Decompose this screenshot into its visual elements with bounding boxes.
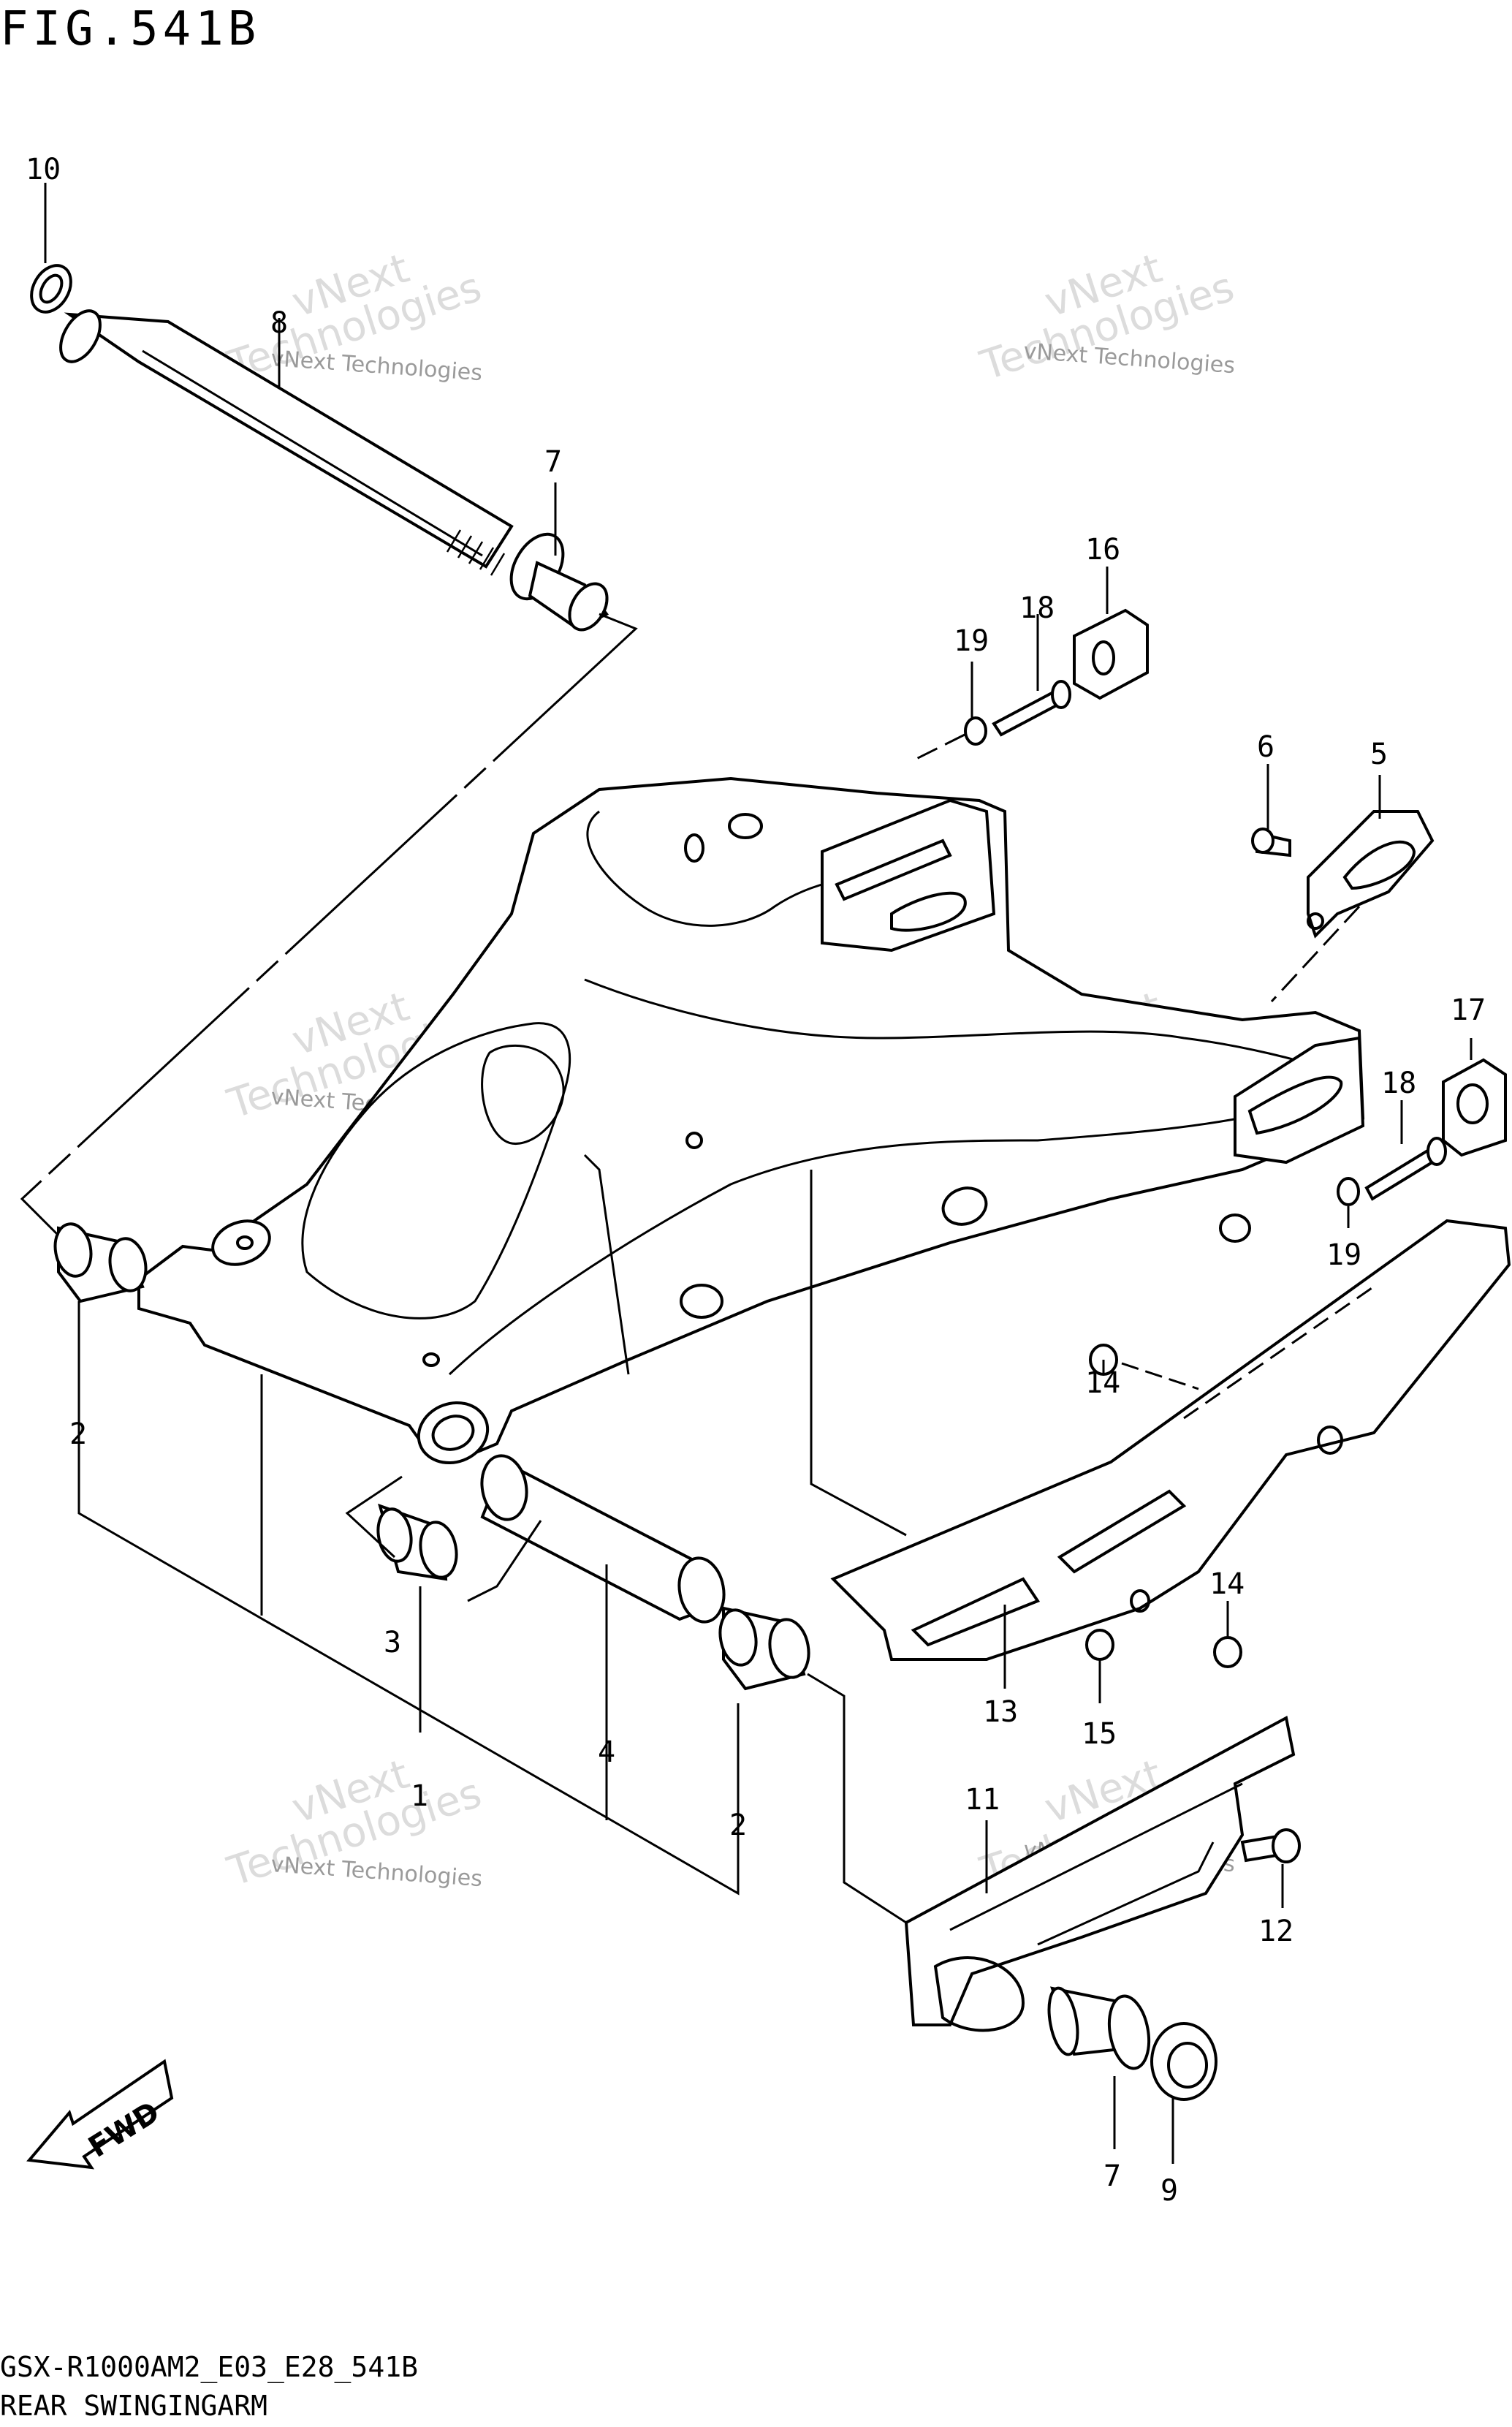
callout-labels: 10 8 7 16 18 19 6 5 17 18 19 14 2 3 4 1 … [26,153,1486,2208]
figure-name: REAR SWINGINGARM [0,2390,268,2422]
callout-10: 10 [26,153,61,186]
pivot-shaft-assembly [30,264,609,632]
watermark-text: vNext Technologies [270,1852,483,1892]
callout-5: 5 [1370,738,1388,771]
callout-7-lower: 7 [1103,2159,1121,2193]
callout-3: 3 [384,1626,401,1659]
callout-12: 12 [1258,1915,1293,1948]
model-code: GSX-R1000AM2_E03_E28_541B [0,2351,418,2383]
adjuster-parts [913,608,1507,1206]
figure-title: FIG.541B [0,2,261,56]
callout-19-top: 19 [954,624,989,658]
callout-18-lower: 18 [1381,1067,1416,1100]
watermark-text: vNext Technologies [1022,338,1236,379]
callout-8: 8 [270,306,288,340]
callout-11: 11 [965,1783,1000,1817]
callout-19-lower: 19 [1326,1238,1361,1272]
bearings-lower-shaft [53,1222,810,1691]
callout-14-top: 14 [1085,1366,1120,1400]
callout-18-top: 18 [1019,591,1055,625]
callout-14-lower: 14 [1209,1567,1245,1601]
callout-6: 6 [1257,730,1274,764]
callout-2-right: 2 [729,1809,747,1842]
callout-15: 15 [1082,1717,1117,1751]
chain-cover [830,1219,1511,1668]
callout-7-top: 7 [544,445,562,479]
swingarm-body [137,776,1365,1465]
callout-13: 13 [983,1695,1018,1729]
leader-lines [20,183,1473,2164]
callout-1: 1 [411,1779,428,1813]
fwd-arrow: FWD [26,2059,174,2170]
callout-9: 9 [1160,2174,1178,2208]
callout-2-left: 2 [69,1417,87,1451]
watermark-text: vNext Technologies [270,346,483,386]
callout-16: 16 [1085,533,1120,567]
callout-4: 4 [598,1735,615,1769]
callout-17: 17 [1451,993,1486,1027]
chain-guide-assembly [904,1715,1301,2101]
